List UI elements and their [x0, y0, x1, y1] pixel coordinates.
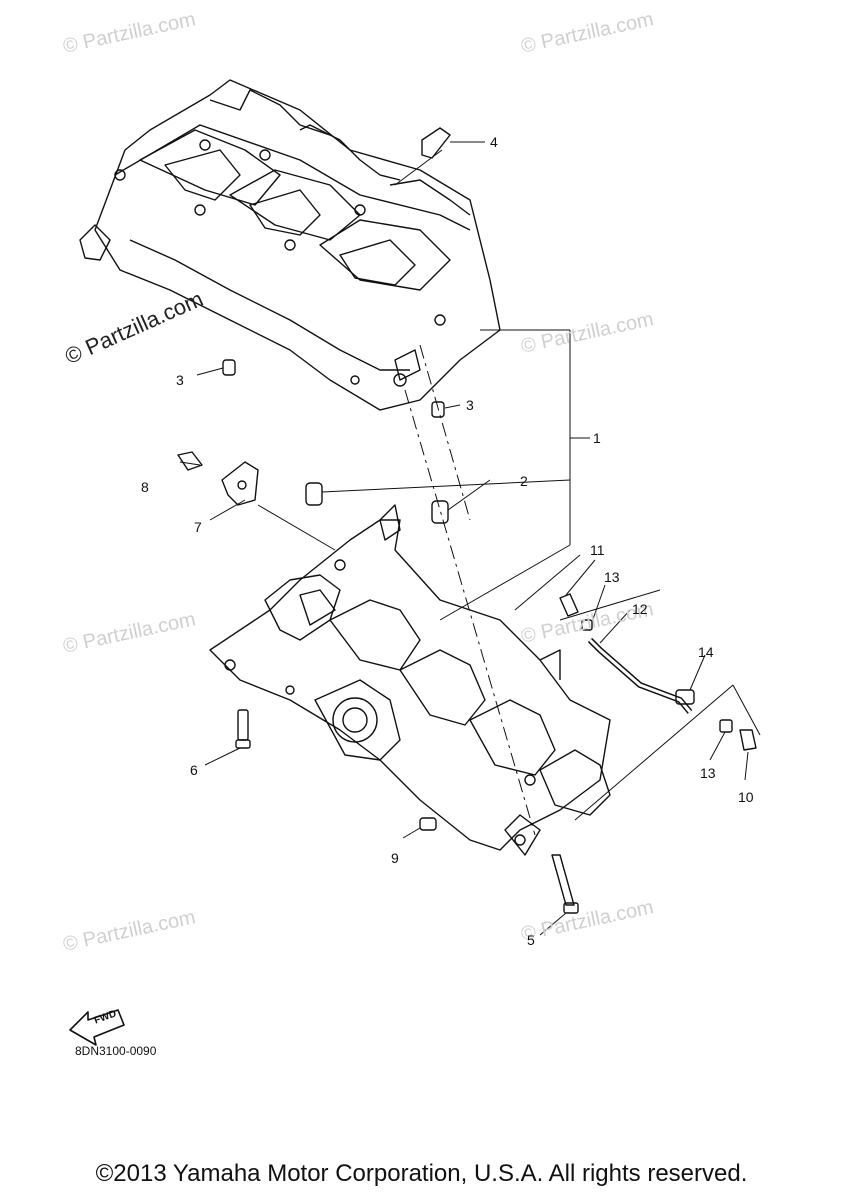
callout-14: 14: [698, 644, 714, 660]
upper-crankcase: [79, 79, 501, 411]
bolt-5: [551, 854, 579, 914]
callout-12: 12: [632, 601, 648, 617]
fitting-11: [559, 593, 579, 617]
callout-7: 7: [194, 519, 202, 535]
hose-12: [587, 637, 693, 714]
callout-3: 3: [466, 397, 474, 413]
lower-crankcase: [209, 504, 611, 856]
clamps-13: [581, 619, 733, 733]
callout-6: 6: [190, 762, 198, 778]
callout-9: 9: [391, 850, 399, 866]
callout-2: 2: [520, 473, 528, 489]
leader-lines: [179, 141, 761, 936]
stud-bolt: [421, 127, 451, 159]
diagram-code: 8DN3100-0090: [75, 1044, 157, 1058]
callout-4: 4: [490, 134, 498, 150]
bracket: [221, 461, 259, 506]
copyright-notice: ©2013 Yamaha Motor Corporation, U.S.A. A…: [95, 1160, 748, 1187]
fitting-9: [419, 817, 437, 831]
callout-10: 10: [738, 789, 754, 805]
bolt-6: [235, 709, 251, 749]
bolt-8: [177, 451, 203, 471]
fwd-arrow-icon: [69, 1009, 125, 1046]
callout-3: 3: [176, 372, 184, 388]
dashed-axis-lines: [404, 344, 536, 836]
dowel-pins: [222, 359, 449, 524]
callout-1: 1: [593, 430, 601, 446]
callout-13: 13: [700, 765, 716, 781]
callout-11: 11: [590, 542, 605, 558]
callout-13: 13: [604, 569, 620, 585]
fitting-10: [739, 729, 757, 751]
callout-5: 5: [527, 932, 535, 948]
callout-8: 8: [141, 479, 149, 495]
sleeve-14: [675, 689, 695, 705]
